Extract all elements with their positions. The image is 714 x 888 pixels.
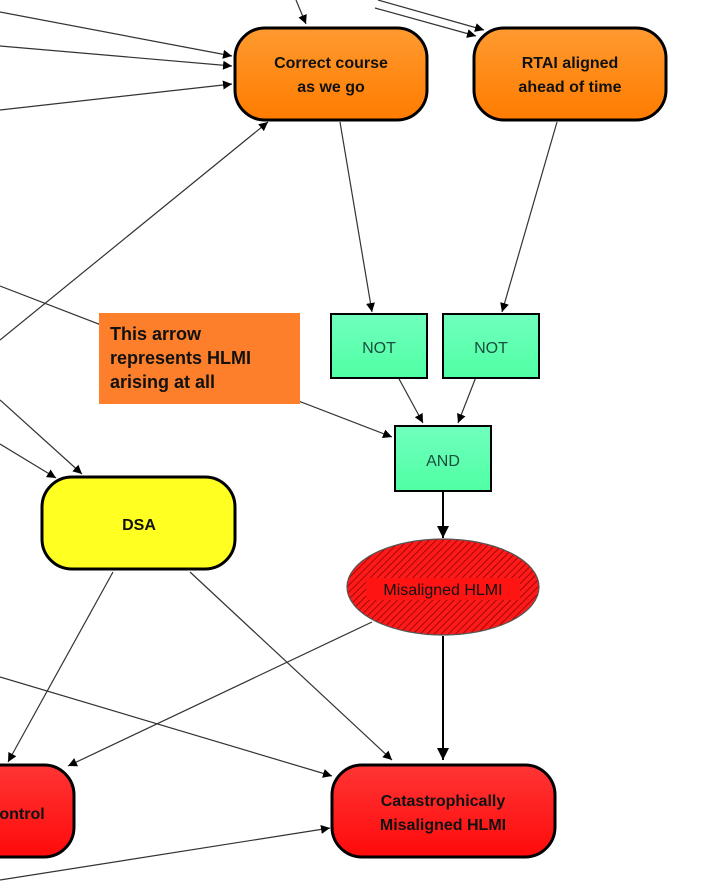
node-rtai-aligned-line1: RTAI aligned bbox=[522, 55, 619, 72]
node-rtai-aligned[interactable]: RTAI aligned ahead of time bbox=[472, 26, 668, 122]
node-catastrophic-line1: Catastrophically bbox=[381, 793, 506, 810]
note-line3: arising at all bbox=[110, 372, 215, 392]
note-hlmi-arising: This arrow represents HLMI arising at al… bbox=[99, 313, 300, 404]
node-correct-course-line1: Correct course bbox=[274, 55, 388, 72]
node-rtai-aligned-line2: ahead of time bbox=[518, 79, 621, 96]
edge-dsa-to-loss-of-control bbox=[7, 571, 114, 763]
gate-not-right-label: NOT bbox=[474, 340, 508, 357]
edge-into-catastrophic-left bbox=[0, 676, 333, 778]
gate-and-label: AND bbox=[426, 453, 460, 470]
node-loss-of-control-label: ontrol bbox=[0, 806, 45, 823]
edge-into-rtai-2 bbox=[374, 7, 477, 38]
gate-not-left-label: NOT bbox=[362, 340, 396, 357]
note-line1: This arrow bbox=[110, 324, 202, 344]
node-misaligned-hlmi-label: Misaligned HLMI bbox=[383, 582, 502, 599]
node-misaligned-hlmi[interactable]: Misaligned HLMI bbox=[346, 538, 540, 636]
node-dsa[interactable]: DSA bbox=[40, 475, 237, 571]
edge-into-correct-course-left-1 bbox=[0, 11, 233, 59]
gate-and[interactable]: AND bbox=[394, 425, 492, 492]
edge-into-catastrophic-bottom bbox=[0, 824, 331, 881]
edge-into-correct-course-diagonal bbox=[0, 121, 269, 341]
edge-correct-course-to-not bbox=[339, 121, 375, 313]
note-line2: represents HLMI bbox=[110, 348, 251, 368]
edge-into-correct-course-left-2 bbox=[0, 45, 233, 70]
node-catastrophic[interactable]: Catastrophically Misaligned HLMI bbox=[330, 763, 557, 859]
node-catastrophic-line2: Misaligned HLMI bbox=[380, 817, 506, 834]
node-dsa-label: DSA bbox=[122, 517, 156, 534]
edge-misaligned-to-loss-of-control bbox=[67, 621, 373, 767]
node-correct-course[interactable]: Correct course as we go bbox=[233, 26, 429, 122]
edge-rtai-to-not bbox=[500, 121, 558, 313]
edge-into-dsa-1 bbox=[0, 399, 83, 475]
gate-not-right[interactable]: NOT bbox=[442, 313, 540, 379]
gate-not-left[interactable]: NOT bbox=[330, 313, 428, 379]
edge-not-left-to-and bbox=[397, 376, 424, 424]
edge-into-dsa-2 bbox=[0, 443, 57, 479]
edge-not-right-to-and bbox=[457, 376, 477, 424]
edge-into-correct-course-top bbox=[295, 0, 307, 25]
edges bbox=[0, 0, 558, 881]
edge-dsa-to-catastrophic bbox=[189, 571, 393, 761]
edge-into-correct-course-left-3 bbox=[0, 80, 233, 111]
edge-into-rtai-1 bbox=[377, 0, 485, 32]
node-correct-course-line2: as we go bbox=[297, 79, 365, 96]
node-loss-of-control[interactable]: ontrol bbox=[0, 763, 76, 859]
